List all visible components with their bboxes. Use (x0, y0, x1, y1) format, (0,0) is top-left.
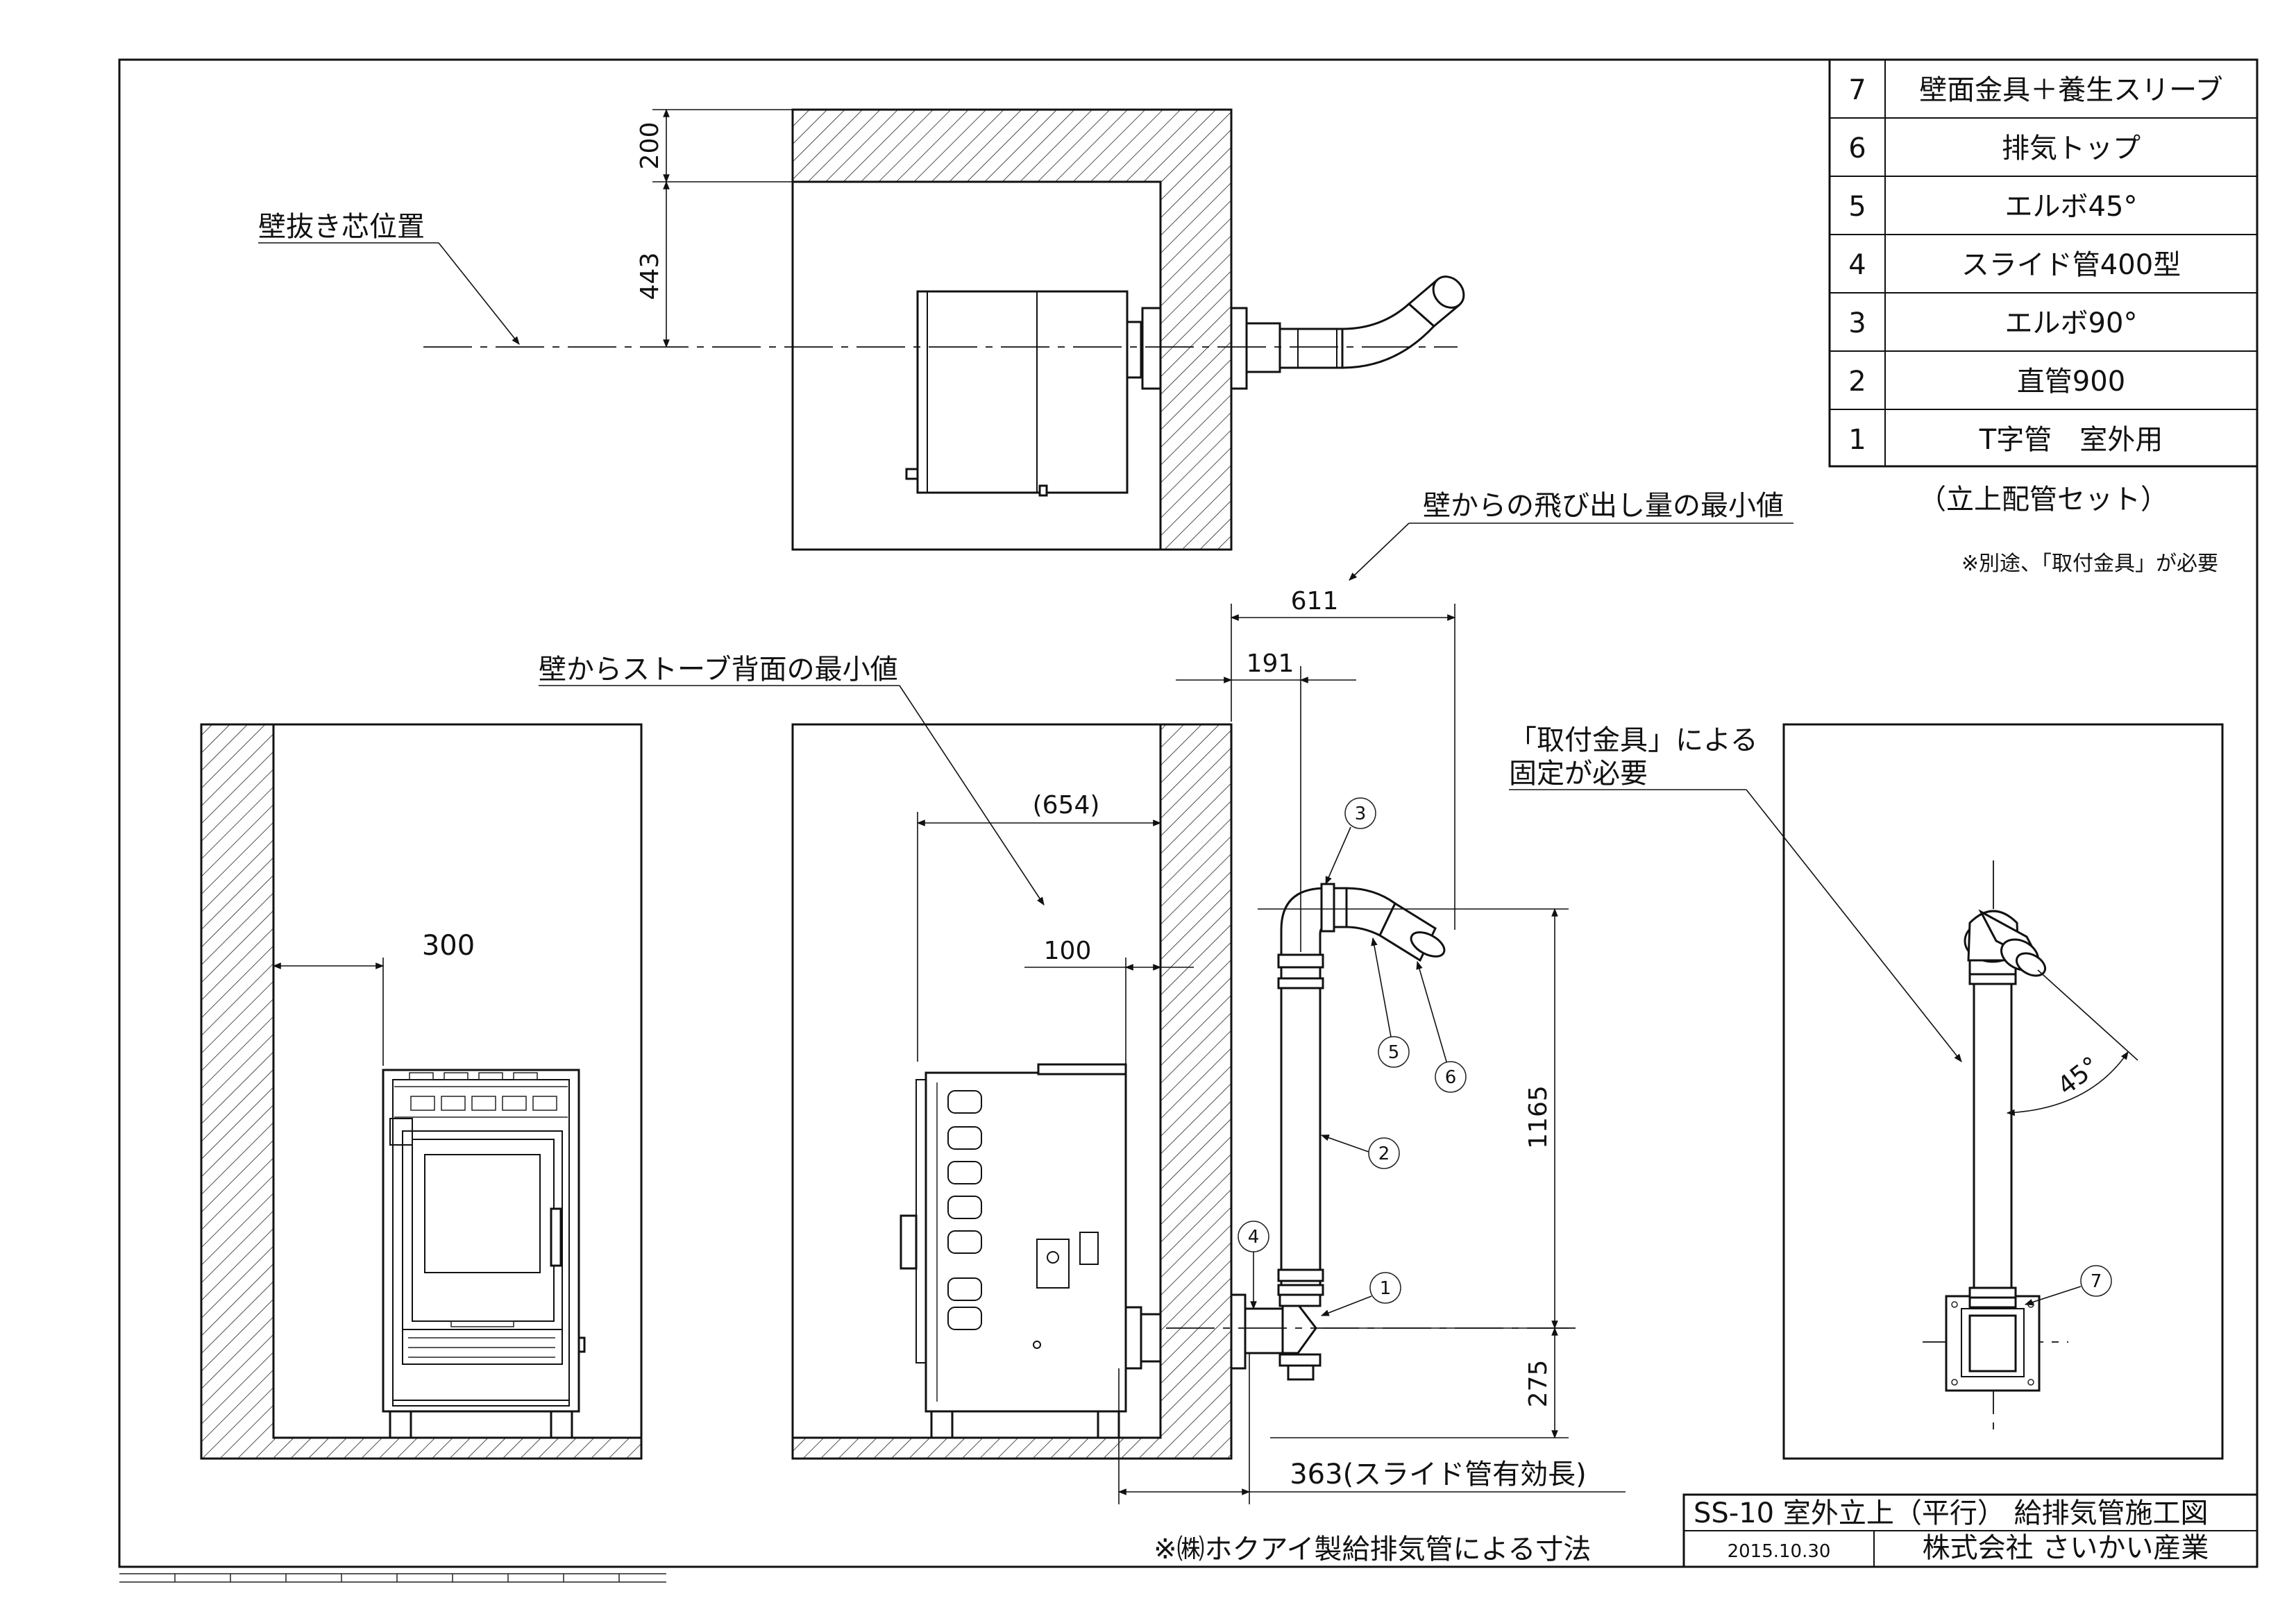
bracket-note-line1: 「取付金具」による (1509, 724, 1758, 756)
part-name-2: 直管900 (2017, 366, 2125, 398)
callout-7: 7 (2024, 1265, 2112, 1306)
wall-face-view: 45° (1782, 723, 2224, 1460)
svg-text:7: 7 (2091, 1271, 2102, 1292)
part-name-6: 排気トップ (2002, 133, 2141, 164)
part-name-1: T字管 室外用 (1979, 424, 2163, 456)
dim-654: (654) (1033, 791, 1100, 819)
svg-text:5: 5 (1388, 1042, 1400, 1063)
dim-100: 100 (1044, 937, 1092, 965)
company-name: 株式会社 さいかい産業 (1923, 1532, 2209, 1564)
dim-1165: 1165 (1524, 1085, 1553, 1149)
min-back-label: 壁からストーブ背面の最小値 (539, 654, 898, 686)
dim-443: 443 (636, 253, 664, 300)
part-name-4: スライド管400型 (1961, 249, 2181, 281)
bracket-note-line2: 固定が必要 (1509, 758, 1648, 790)
svg-text:3: 3 (1355, 804, 1367, 824)
svg-text:4: 4 (1248, 1227, 1260, 1248)
svg-text:1: 1 (1380, 1278, 1392, 1299)
part-no-6: 6 (1848, 133, 1866, 164)
drawing-frame (118, 58, 2259, 1568)
part-name-3: エルボ90° (2005, 307, 2138, 339)
top-view (423, 108, 1465, 551)
callout-1: 1 (1320, 1272, 1401, 1316)
callout-5: 5 (1371, 937, 1410, 1068)
svg-text:6: 6 (1445, 1067, 1457, 1088)
title-block: SS-10 室外立上（平行） 給排気管施工図 2015.10.30 株式会社 さ… (1682, 1493, 2259, 1568)
parts-table: 7 壁面金具＋養生スリーブ 6 排気トップ 5 エルボ45° 4 スライド管40… (1828, 58, 2259, 468)
wall-center-label: 壁抜き芯位置 (258, 211, 425, 243)
part-no-1: 1 (1848, 424, 1866, 456)
parts-table-caption: （立上配管セット） (1918, 484, 2168, 516)
front-view (200, 723, 643, 1460)
part-no-4: 4 (1848, 249, 1866, 281)
part-no-2: 2 (1848, 366, 1866, 398)
top-view-dimensions: 200 443 (636, 108, 793, 348)
angle-45-label: 45° (2052, 1051, 2105, 1101)
dim-300: 300 (422, 930, 475, 962)
side-view-dimensions: 611 191 (654) 100 1165 275 363(スライド管有効長) (916, 587, 1626, 1504)
dim-611: 611 (1291, 587, 1339, 615)
footer-note: ※㈱ホクアイ製給排気管による寸法 (1154, 1533, 1591, 1565)
callout-6: 6 (1416, 960, 1467, 1093)
svg-text:2: 2 (1378, 1144, 1390, 1164)
dim-191: 191 (1247, 649, 1294, 678)
dim-363: 363(スライド管有効長) (1290, 1459, 1587, 1490)
part-name-7: 壁面金具＋養生スリーブ (1919, 74, 2223, 106)
callout-2: 2 (1320, 1135, 1400, 1169)
part-name-5: エルボ45° (2005, 191, 2138, 223)
drawing-date: 2015.10.30 (1728, 1541, 1831, 1562)
dim-200: 200 (636, 122, 664, 170)
drawing-title: SS-10 室外立上（平行） 給排気管施工図 (1694, 1497, 2209, 1529)
parts-table-note: ※別途、「取付金具」が必要 (1961, 552, 2218, 576)
min-protrusion-label: 壁からの飛び出し量の最小値 (1423, 490, 1784, 522)
part-no-5: 5 (1848, 191, 1866, 223)
dim-275: 275 (1524, 1360, 1553, 1408)
side-view (791, 723, 1582, 1460)
part-no-3: 3 (1848, 307, 1866, 339)
part-no-7: 7 (1848, 74, 1866, 106)
front-view-dimensions: 300 (272, 930, 475, 1066)
scale-ruler (119, 1573, 666, 1583)
callout-4: 4 (1238, 1221, 1269, 1310)
callout-3: 3 (1325, 797, 1376, 885)
